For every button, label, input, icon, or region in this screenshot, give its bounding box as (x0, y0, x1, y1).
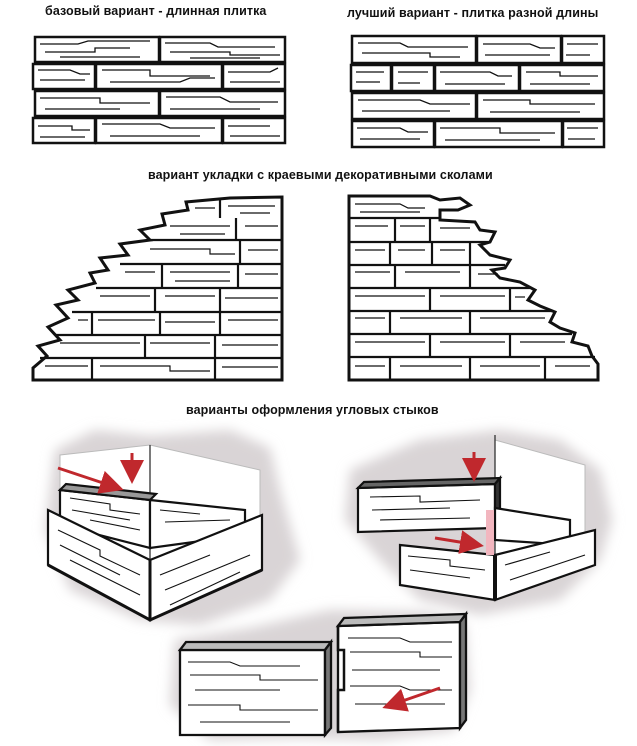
tile (518, 63, 606, 93)
pink-joint (486, 510, 494, 555)
tile-upper (356, 482, 497, 534)
stone-texture (355, 203, 590, 367)
panel-stepped-edge (31, 195, 284, 382)
panel-basic-long-tiles (31, 35, 287, 145)
panel-corner-joint-1 (45, 430, 300, 625)
arrow-diagonal (382, 686, 441, 712)
tile (350, 119, 436, 149)
tile (349, 63, 393, 93)
panel-chipped-edge (347, 194, 600, 382)
tile (475, 34, 563, 65)
tile (350, 34, 478, 65)
tile (433, 63, 521, 93)
caption-corner-joints: варианты оформления угловых стыков (186, 403, 439, 417)
caption-basic-variant: базовый вариант - длинная плитка (45, 4, 267, 18)
stone-texture (369, 495, 586, 581)
course-lines (40, 198, 282, 380)
stone-texture (57, 497, 251, 606)
tile (390, 63, 436, 93)
tile (221, 62, 287, 91)
caption-edge-chips-variant: вариант укладки с краевыми декоративными… (148, 168, 493, 182)
arrow-horizontal (434, 530, 484, 554)
panel-corner-joint-2 (345, 430, 612, 615)
stone-texture (38, 40, 280, 138)
tile (560, 34, 606, 65)
stone-texture (45, 205, 278, 372)
tile (475, 91, 606, 121)
tile (561, 119, 606, 149)
tile (31, 62, 97, 91)
panel-corner-joint-3 (170, 610, 470, 740)
tile (433, 119, 564, 149)
tile (350, 91, 478, 121)
course-lines (349, 216, 595, 380)
panel-best-mixed-tiles (349, 34, 606, 149)
tile (221, 116, 287, 145)
caption-best-variant: лучший вариант - плитка разной длины (347, 6, 599, 20)
arrow-horizontal (57, 466, 124, 494)
stone-texture (356, 42, 598, 141)
tile (94, 116, 224, 145)
tile (158, 89, 287, 118)
